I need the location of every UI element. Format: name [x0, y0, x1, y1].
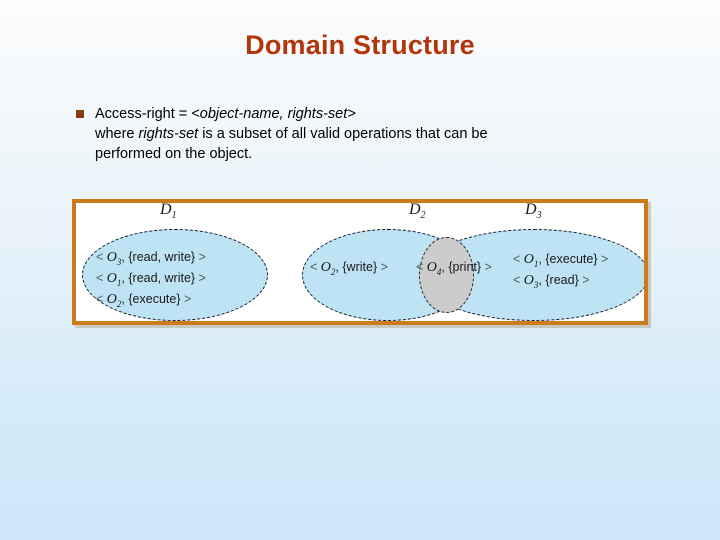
rights-set: {execute}	[128, 291, 181, 306]
domain-diagram-frame: D1 < O3, {read, write} > < O1, {read, wr…	[72, 199, 648, 325]
domain-entries-d1: < O3, {read, write} > < O1, {read, write…	[96, 249, 206, 311]
domain-label-d1: D1	[160, 203, 177, 221]
object-name: O1	[523, 252, 539, 269]
object-name: O1	[106, 270, 122, 288]
domain-ellipse-d1	[82, 229, 268, 321]
bullet-line-3: performed on the object.	[95, 146, 253, 162]
access-right-entry: < O1, {read, write} >	[96, 270, 206, 288]
rights-set: {read, write}	[128, 270, 196, 285]
domain-label-d2-sub: 2	[420, 210, 426, 222]
object-name: O3	[523, 272, 539, 290]
access-right-entry: < O3, {read, write} >	[96, 250, 206, 267]
domain-label-d1-letter: D	[160, 203, 172, 218]
rights-set: {write}	[342, 260, 378, 274]
bullet-line-1-prefix: Access-right =	[95, 106, 192, 122]
rights-set: {execute}	[545, 252, 598, 266]
object-name: O2	[106, 291, 122, 309]
object-name: O3	[106, 250, 122, 267]
domain-entries-intersection: < O4, {print} >	[416, 259, 492, 280]
domain-diagram-canvas: D1 < O3, {read, write} > < O1, {read, wr…	[76, 203, 644, 321]
domain-label-d3: D3	[525, 203, 542, 221]
bullet-line-2-prefix: where	[95, 126, 139, 142]
object-name: O4	[426, 260, 442, 277]
bullet-line-2-italic: rights-set	[138, 126, 199, 142]
square-bullet-icon	[76, 110, 84, 118]
bullet-line-2: where rights-set is a subset of all vali…	[95, 124, 488, 144]
bullet-line-2-suffix: is a subset of all valid operations that…	[198, 126, 488, 142]
object-name: O2	[320, 260, 336, 277]
rights-set: {read, write}	[128, 250, 196, 264]
rights-set: {print}	[448, 260, 482, 274]
rights-set: {read}	[545, 272, 579, 287]
page-title: Domain Structure	[245, 30, 475, 60]
access-right-entry: < O2, {write} >	[310, 260, 388, 277]
domain-intersection-region	[419, 237, 474, 313]
access-right-entry: < O2, {execute} >	[96, 291, 192, 309]
access-right-entry: < O3, {read} >	[513, 272, 590, 290]
domain-label-d1-sub: 1	[171, 210, 177, 222]
bullet-item-text: Access-right = <object-name, rights-set>…	[95, 104, 488, 164]
domain-label-d3-letter: D	[525, 203, 537, 218]
bullet-line-1-italic: <object-name, rights-set>	[191, 106, 356, 122]
domain-entries-d2: < O2, {write} >	[310, 259, 388, 280]
bullet-line-1: Access-right = <object-name, rights-set>	[95, 104, 488, 124]
access-right-entry: < O1, {execute} >	[513, 252, 609, 269]
domain-label-d2-letter: D	[409, 203, 421, 218]
domain-entries-d3: < O1, {execute} > < O3, {read} >	[513, 251, 608, 293]
bullet-item: Access-right = <object-name, rights-set>…	[76, 104, 636, 164]
access-right-entry: < O4, {print} >	[416, 260, 492, 277]
domain-label-d3-sub: 3	[536, 210, 542, 222]
domain-label-d2: D2	[409, 203, 426, 221]
